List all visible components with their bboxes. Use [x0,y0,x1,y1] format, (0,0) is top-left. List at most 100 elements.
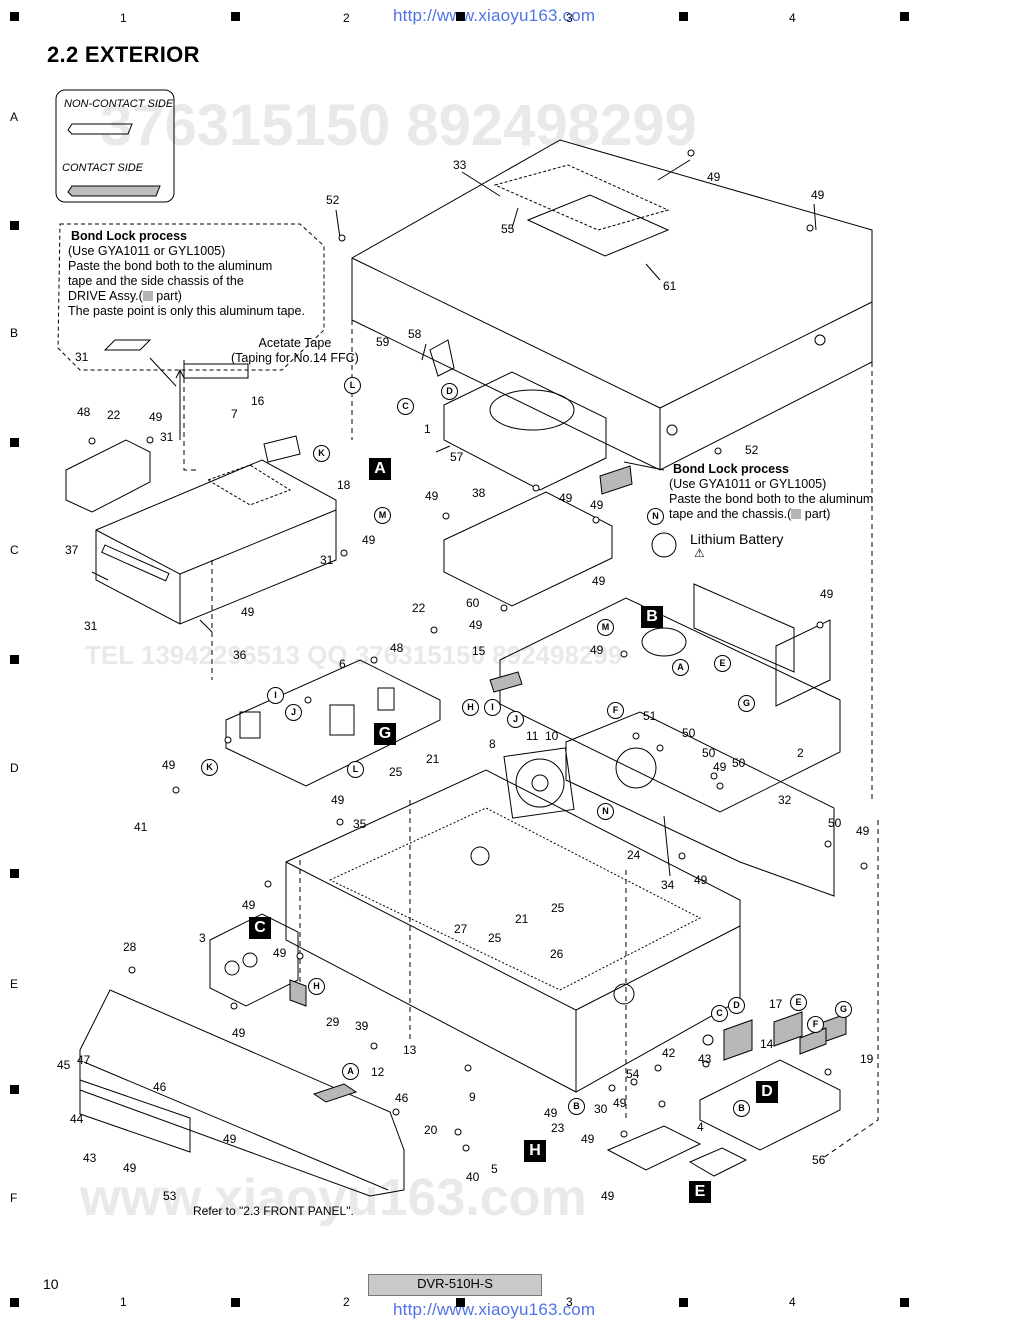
row-letter: D [10,761,19,775]
header-url-link[interactable]: http://www.xiaoyu163.com [393,6,596,25]
connector-marker: I [267,687,284,704]
row-letter: C [10,543,19,557]
registration-mark [456,12,465,21]
connector-marker: N [647,508,664,525]
footer-url-link[interactable]: http://www.xiaoyu163.com [393,1300,596,1319]
page-number: 10 [43,1276,59,1292]
part-number: 26 [550,947,564,961]
part-number: 34 [661,878,675,892]
hole [814,334,826,346]
section-marker: D [756,1081,778,1103]
lithium-battery-label: Lithium Battery [690,531,784,547]
grey-swatch-icon [142,291,153,301]
part-number: 18 [337,478,351,492]
row-letter: A [10,110,19,124]
bond-lock-line: tape and the side chassis of the [68,274,244,288]
part-number: 16 [251,394,265,408]
part-number: 21 [426,752,440,766]
connector-marker: E [790,994,807,1011]
chassis-hole [470,846,490,866]
connector-marker: L [347,761,364,778]
connector-marker: M [374,507,391,524]
disc-tray [101,544,170,582]
hdd-platter [489,389,575,431]
part-number: 46 [153,1080,167,1094]
part-number: 49 [713,760,727,774]
column-number: 1 [120,1295,127,1309]
connector-marker: B [733,1100,750,1117]
connector-marker: G [835,1001,852,1018]
bracket-22 [65,439,151,513]
column-number: 2 [343,1295,350,1309]
part-number: 49 [856,824,870,838]
part-number: 43 [83,1151,97,1165]
registration-mark [900,1298,909,1307]
bond-lock-text: part) [801,507,831,521]
section-marker: A [369,458,391,480]
connector-marker: M [597,619,614,636]
row-letter: F [10,1191,18,1205]
rear-chassis [565,711,835,897]
part-number: 31 [160,430,174,444]
part-number: 19 [860,1052,874,1066]
row-letter: B [10,326,19,340]
part-number: 49 [232,1026,246,1040]
part-number: 17 [769,997,783,1011]
part-number: 9 [469,1090,476,1104]
part-number: 28 [123,940,137,954]
part-number: 49 [707,170,721,184]
connector-marker: K [313,445,330,462]
acetate-line: Acetate Tape [258,336,332,350]
jack [242,952,258,968]
part-number: 13 [403,1043,417,1057]
bond-lock-line: DRIVE Assy.( part) [68,289,305,304]
connector-marker: H [308,978,325,995]
connector-marker: F [607,702,624,719]
connector-marker: K [201,759,218,776]
part-number: 10 [545,729,559,743]
part-number: 49 [241,605,255,619]
column-number: 3 [566,11,573,25]
av-board [209,913,299,1007]
drive-bracket [443,491,613,607]
connector-marker: A [342,1063,359,1080]
part-number: 47 [77,1053,91,1067]
bond-lock-line: Paste the bond both to the aluminum [68,259,273,273]
registration-mark [10,655,19,664]
registration-mark [10,12,19,21]
registration-mark [10,1298,19,1307]
section-title: 2.2 EXTERIOR [47,42,200,67]
part-number: 52 [326,193,340,207]
rear-terminal [775,619,831,707]
part-number: 49 [613,1096,627,1110]
part-number: 14 [760,1037,774,1051]
part-number: 49 [590,498,604,512]
connector-marker: B [568,1098,585,1115]
part-number: 49 [559,491,573,505]
part-number: 25 [551,901,565,915]
front-door-44 [79,1079,191,1153]
part-number: 49 [273,946,287,960]
part-number: 49 [123,1161,137,1175]
jack [224,960,240,976]
part-number: 56 [812,1153,826,1167]
part-number: 31 [84,619,98,633]
part-number: 2 [797,746,804,760]
section-marker: H [524,1140,546,1162]
part-number: 41 [134,820,148,834]
connector-marker: D [728,997,745,1014]
part-number: 49 [581,1132,595,1146]
column-number: 1 [120,11,127,25]
bond-lock-text: tape and the chassis.( [669,507,792,521]
part-number: 23 [551,1121,565,1135]
aluminum-tape-icon [103,339,152,351]
part-number: 49 [590,643,604,657]
top-cover-edge [351,257,873,470]
part-number: 24 [627,848,641,862]
connector-marker: J [285,704,302,721]
bond-lock-text: part) [152,289,182,303]
connector-marker: F [807,1016,824,1033]
part-number: 50 [732,756,746,770]
